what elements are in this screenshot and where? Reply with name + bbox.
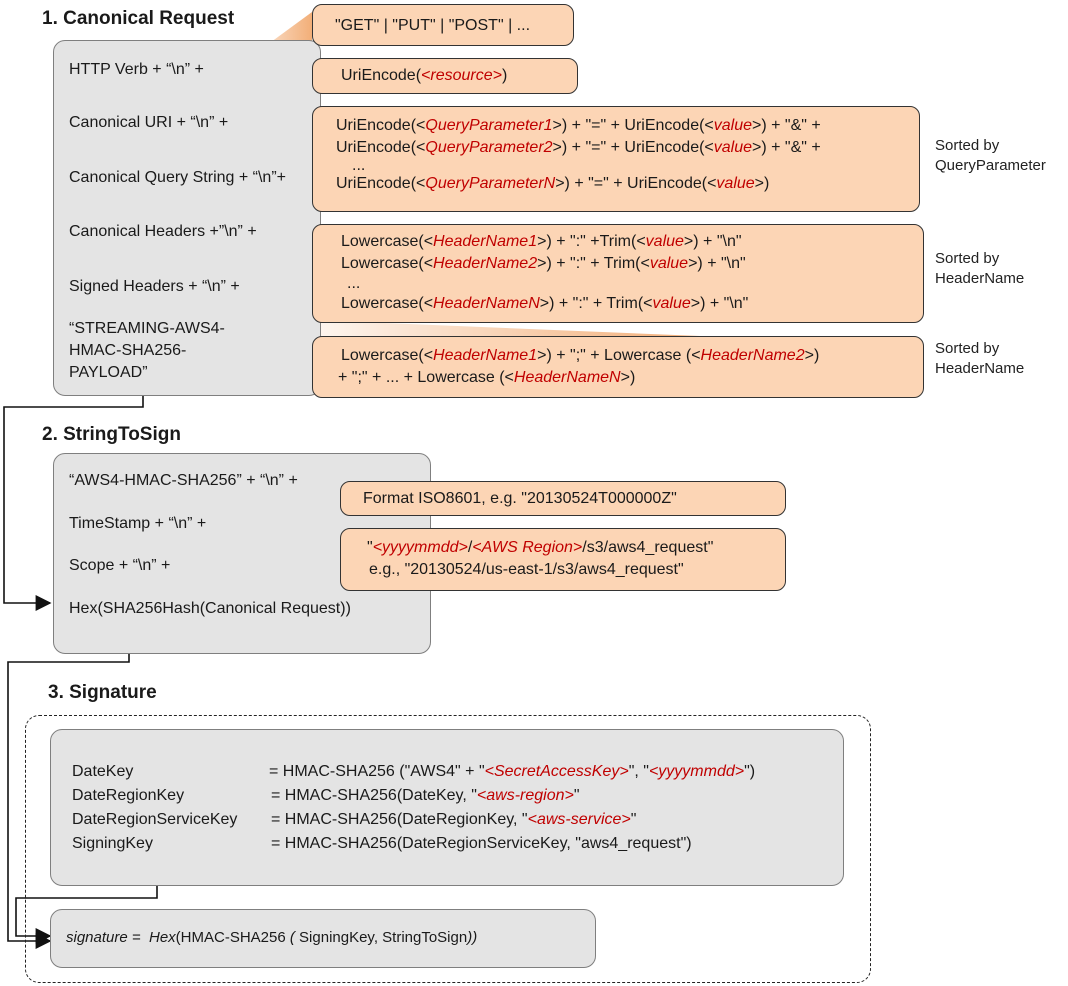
- timestamp-item: TimeStamp + “\n” +: [69, 515, 207, 532]
- value-variable: value: [645, 233, 684, 250]
- flow-arrow-canonical-to-stringtosign: [3, 396, 144, 611]
- header-name-variable: HeaderNameN: [433, 295, 540, 312]
- header-ellipsis: ...: [347, 275, 361, 292]
- uri-prefix: UriEncode(: [341, 67, 422, 84]
- query-ellipsis: ...: [352, 157, 366, 174]
- header-name-variable: HeaderName2: [700, 347, 805, 364]
- scope-line: "<yyyymmdd>/<AWS Region>/s3/aws4_request…: [367, 539, 714, 556]
- secret-key-variable: <SecretAccessKey>: [484, 763, 629, 780]
- key-name: DateRegionServiceKey: [72, 811, 238, 828]
- signing-key-panel: [50, 729, 844, 886]
- section-title-signature: 3. Signature: [48, 682, 157, 703]
- scope-item: Scope + “\n” +: [69, 557, 171, 574]
- timestamp-format: Format ISO8601, e.g. "20130524T000000Z": [363, 490, 677, 507]
- header-line: Lowercase(<HeaderName1>) + ":" +Trim(<va…: [341, 233, 742, 250]
- signed-line: Lowercase(<HeaderName1>) + ";" + Lowerca…: [341, 347, 820, 364]
- payload-line: HMAC-SHA256-: [69, 342, 187, 359]
- header-name-variable: HeaderName1: [433, 233, 538, 250]
- payload-line: PAYLOAD”: [69, 364, 148, 381]
- date-region-key-formula: = HMAC-SHA256(DateKey, "<aws-region>": [271, 787, 580, 804]
- value-variable: value: [652, 295, 691, 312]
- key-name: DateKey: [72, 763, 134, 780]
- date-key-formula: = HMAC-SHA256 ("AWS4" + "<SecretAccessKe…: [269, 763, 756, 780]
- canonical-query-item: Canonical Query String + “\n”+: [69, 169, 286, 186]
- header-line: Lowercase(<HeaderNameN>) + ":" + Trim(<v…: [341, 295, 749, 312]
- header-name-variable: HeaderNameN: [513, 369, 621, 386]
- flow-arrow-stringtosign-to-signature: [7, 653, 130, 949]
- region-variable: <AWS Region>: [472, 539, 583, 556]
- header-name-variable: HeaderName1: [433, 347, 538, 364]
- service-variable: <aws-service>: [527, 811, 631, 828]
- value-variable: value: [716, 175, 755, 192]
- canonical-headers-item: Canonical Headers +”\n” +: [69, 223, 257, 240]
- verb-options: "GET" | "PUT" | "POST" | ...: [335, 17, 531, 34]
- section-title-string-to-sign: 2. StringToSign: [42, 424, 181, 445]
- query-param-variable: QueryParameterN: [425, 175, 556, 192]
- signature-frame: [25, 715, 871, 983]
- resource-variable: <resource>: [421, 67, 502, 84]
- scope-example: e.g., "20130524/us-east-1/s3/aws4_reques…: [369, 561, 684, 578]
- canonical-uri-callout: UriEncode(<resource>): [312, 58, 578, 94]
- value-variable: value: [713, 139, 753, 156]
- uri-suffix: ): [501, 67, 508, 84]
- key-name: DateRegionKey: [72, 787, 185, 804]
- signing-key-formula: = HMAC-SHA256(DateRegionServiceKey, "aws…: [271, 835, 692, 852]
- canonical-request-panel: [53, 40, 321, 396]
- section-title-canonical-request: 1. Canonical Request: [42, 8, 235, 29]
- query-param-variable: QueryParameter2: [425, 139, 553, 156]
- canonical-query-callout: UriEncode(<QueryParameter1>) + "=" + Uri…: [312, 106, 920, 212]
- http-verb-callout: "GET" | "PUT" | "POST" | ...: [312, 4, 574, 46]
- hash-item: Hex(SHA256Hash(Canonical Request)): [69, 600, 351, 617]
- date-variable: <yyyymmdd>: [372, 539, 468, 556]
- query-line: UriEncode(<QueryParameterN>) + "=" + Uri…: [336, 175, 770, 192]
- value-variable: value: [649, 255, 689, 272]
- canonical-headers-callout: Lowercase(<HeaderName1>) + ":" +Trim(<va…: [312, 224, 924, 323]
- signed-headers-callout: Lowercase(<HeaderName1>) + ";" + Lowerca…: [312, 336, 924, 398]
- value-variable: value: [713, 117, 753, 134]
- query-line: UriEncode(<QueryParameter1>) + "=" + Uri…: [336, 117, 821, 134]
- timestamp-callout: Format ISO8601, e.g. "20130524T000000Z": [340, 481, 786, 516]
- header-line: Lowercase(<HeaderName2>) + ":" + Trim(<v…: [341, 255, 746, 272]
- http-verb-item: HTTP Verb + “\n” +: [69, 61, 204, 78]
- date-region-service-key-formula: = HMAC-SHA256(DateRegionKey, "<aws-servi…: [271, 811, 637, 828]
- key-name: SigningKey: [72, 835, 153, 852]
- algorithm-item: “AWS4-HMAC-SHA256” + “\n” +: [69, 472, 298, 489]
- date-variable: <yyyymmdd>: [648, 763, 745, 780]
- region-variable: <aws-region>: [476, 787, 574, 804]
- signed-headers-item: Signed Headers + “\n” +: [69, 278, 240, 295]
- signed-line: + ";" + ... + Lowercase (<HeaderNameN>): [338, 369, 636, 386]
- query-param-variable: QueryParameter1: [425, 117, 553, 134]
- payload-item: “STREAMING-AWS4- HMAC-SHA256- PAYLOAD”: [69, 318, 225, 384]
- canonical-uri-item: Canonical URI + “\n” +: [69, 114, 229, 131]
- payload-line: “STREAMING-AWS4-: [69, 320, 225, 337]
- signature-formula: signature = Hex(HMAC-SHA256 ( SigningKey…: [66, 929, 478, 946]
- scope-callout: "<yyyymmdd>/<AWS Region>/s3/aws4_request…: [340, 528, 786, 591]
- signature-panel: [50, 909, 596, 968]
- flow-arrow-signingkey-to-signature: [15, 885, 158, 944]
- header-name-variable: HeaderName2: [433, 255, 538, 272]
- query-line: UriEncode(<QueryParameter2>) + "=" + Uri…: [336, 139, 821, 156]
